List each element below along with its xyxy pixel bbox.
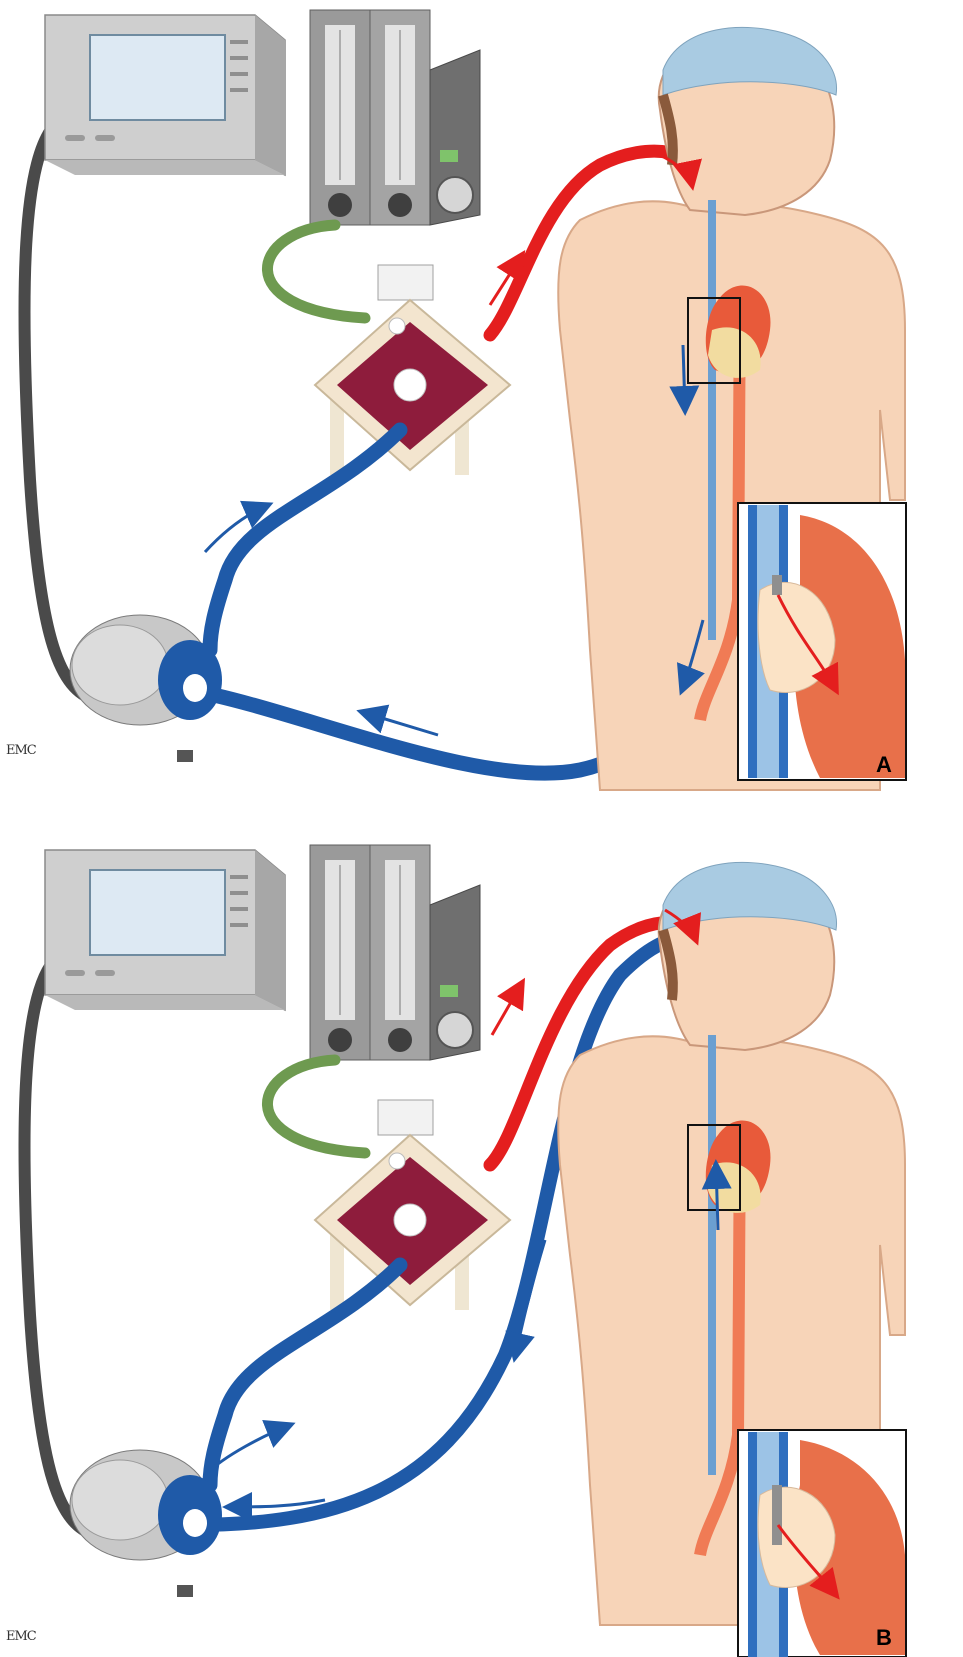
centrifugal-pump-icon <box>70 615 222 762</box>
oxygen-line <box>267 225 365 318</box>
credit-text-b: EMC <box>6 1629 36 1644</box>
panel-a: A EMC <box>0 0 963 822</box>
monitor-icon <box>45 850 285 1010</box>
ecmo-diagram-a <box>0 0 963 822</box>
inset-zoom-icon <box>738 503 906 780</box>
panel-label-b: B <box>876 1625 892 1651</box>
flow-arrow-venous <box>228 1500 325 1507</box>
flowmeter-icon <box>310 845 480 1060</box>
panel-label-a: A <box>876 752 892 778</box>
flow-arrow-arterial <box>492 983 522 1035</box>
credit-text-a: EMC <box>6 743 36 758</box>
power-cable <box>24 955 95 1535</box>
flow-arrow-venous <box>716 1165 718 1230</box>
power-cable <box>24 120 95 700</box>
flowmeter-icon <box>310 10 480 225</box>
flow-arrow-venous <box>683 345 685 410</box>
venous-line-pump-to-oxygenator <box>210 430 400 650</box>
oxygen-line <box>267 1060 365 1153</box>
oxygenator-icon <box>315 265 510 475</box>
monitor-icon <box>45 15 285 175</box>
oxygenator-icon <box>315 1100 510 1310</box>
flow-arrow-venous <box>362 712 438 735</box>
inset-zoom-icon <box>738 1430 906 1657</box>
ecmo-diagram-b <box>0 835 963 1657</box>
panel-b: B EMC <box>0 835 963 1657</box>
centrifugal-pump-icon <box>70 1450 222 1597</box>
